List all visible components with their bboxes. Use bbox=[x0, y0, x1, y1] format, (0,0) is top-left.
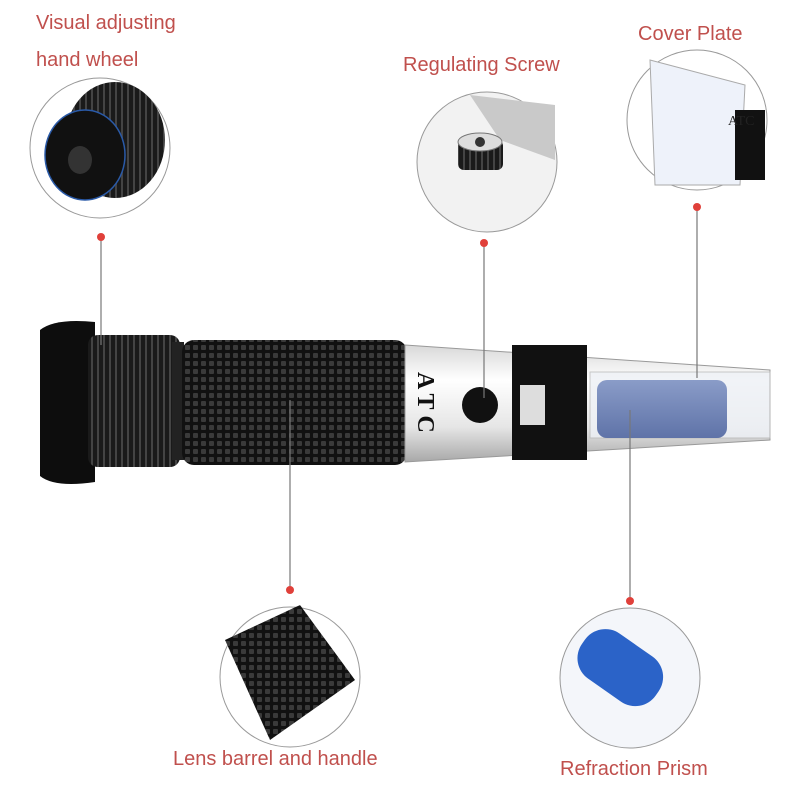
detail-hand-wheel bbox=[29, 77, 171, 219]
label-cover-plate: Cover Plate bbox=[638, 23, 743, 45]
detail-cover-plate: ATC bbox=[626, 49, 768, 191]
handle-grip bbox=[182, 340, 407, 465]
atc-marking: ATC bbox=[412, 372, 438, 439]
detail-regulating-screw bbox=[416, 91, 558, 233]
hand-wheel bbox=[88, 335, 180, 467]
regulating-screw-button bbox=[462, 387, 498, 423]
connector-lines bbox=[100, 207, 698, 601]
label-lens-barrel: Lens barrel and handle bbox=[173, 748, 378, 770]
label-refraction-prism: Refraction Prism bbox=[560, 758, 708, 780]
label-hand-wheel-line1: Visual adjusting bbox=[36, 12, 176, 34]
detail-lens-barrel bbox=[219, 605, 361, 748]
refractometer: ATC bbox=[40, 321, 771, 484]
prism-surface bbox=[597, 380, 727, 438]
label-hand-wheel-line2: hand wheel bbox=[36, 49, 139, 71]
detail-refraction-prism bbox=[559, 607, 701, 749]
marker-dots bbox=[97, 203, 701, 605]
svg-text:ATC: ATC bbox=[728, 114, 754, 129]
eyepiece-cup bbox=[40, 321, 95, 484]
label-regulating-screw: Regulating Screw bbox=[403, 54, 560, 76]
